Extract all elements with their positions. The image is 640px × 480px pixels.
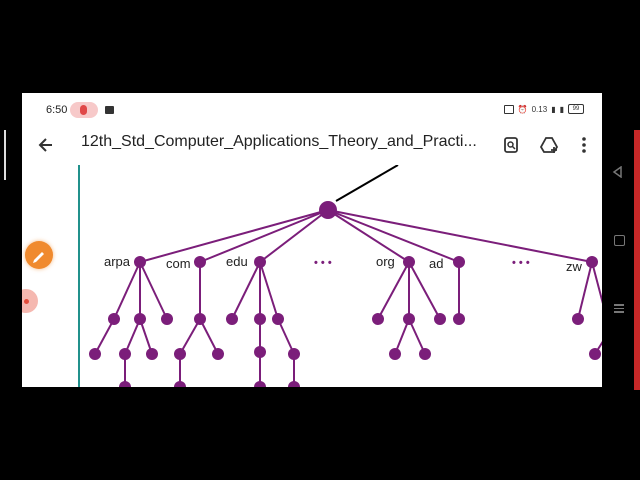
node-zw — [586, 256, 598, 268]
app-toolbar: 12th_Std_Computer_Applications_Theory_an… — [22, 127, 602, 165]
node-ad — [453, 256, 465, 268]
more-vert-icon[interactable] — [574, 135, 594, 155]
pencil-button[interactable] — [25, 241, 53, 269]
status-time: 6:50 — [46, 104, 68, 116]
cast-icon — [503, 104, 514, 114]
search-doc-icon[interactable] — [501, 135, 521, 155]
battery-icon: 99 — [568, 104, 584, 114]
back-arrow-icon[interactable] — [36, 135, 56, 155]
dns-tree-diagram: arpa com edu org ad zw • • • • • • — [89, 165, 602, 387]
page-margin-line — [78, 165, 80, 387]
node-arpa — [134, 256, 146, 268]
root-node — [319, 201, 337, 219]
signal-icon: ▮ — [551, 104, 556, 114]
node-com — [194, 256, 206, 268]
mic-active-icon — [70, 102, 98, 118]
alarm-icon: ⏰ — [517, 104, 528, 114]
wifi-icon: ▮ — [559, 104, 564, 114]
network-speed: 0.13 — [531, 104, 548, 114]
nav-recents-icon[interactable] — [614, 304, 624, 315]
ellipsis-1: • • • — [314, 257, 332, 269]
ellipsis-2: • • • — [512, 257, 530, 269]
right-edge-strip — [634, 130, 640, 390]
pencil-icon — [33, 252, 44, 263]
phone-screen: 6:50 ⏰ 0.13 ▮ ▮ 99 12th_Std_Computer_App… — [22, 93, 602, 387]
node-org — [403, 256, 415, 268]
label-arpa: arpa — [104, 254, 131, 269]
left-margin — [22, 165, 78, 387]
document-title: 12th_Std_Computer_Applications_Theory_an… — [81, 133, 477, 150]
video-icon — [105, 106, 114, 114]
label-org: org — [376, 254, 395, 269]
node-edu — [254, 256, 266, 268]
label-com: com — [166, 256, 191, 271]
pdf-content[interactable]: arpa com edu org ad zw • • • • • • — [22, 165, 602, 387]
record-button[interactable] — [22, 289, 38, 313]
left-edge-indicator — [4, 130, 6, 180]
label-zw: zw — [566, 259, 583, 274]
drive-add-icon[interactable] — [539, 135, 559, 155]
nav-back-icon[interactable] — [612, 166, 624, 178]
label-edu: edu — [226, 254, 248, 269]
label-ad: ad — [429, 256, 443, 271]
status-right-icons: ⏰ 0.13 ▮ ▮ 99 — [503, 104, 584, 114]
status-bar: 6:50 ⏰ 0.13 ▮ ▮ 99 — [22, 93, 602, 127]
nav-home-icon[interactable] — [614, 235, 625, 246]
